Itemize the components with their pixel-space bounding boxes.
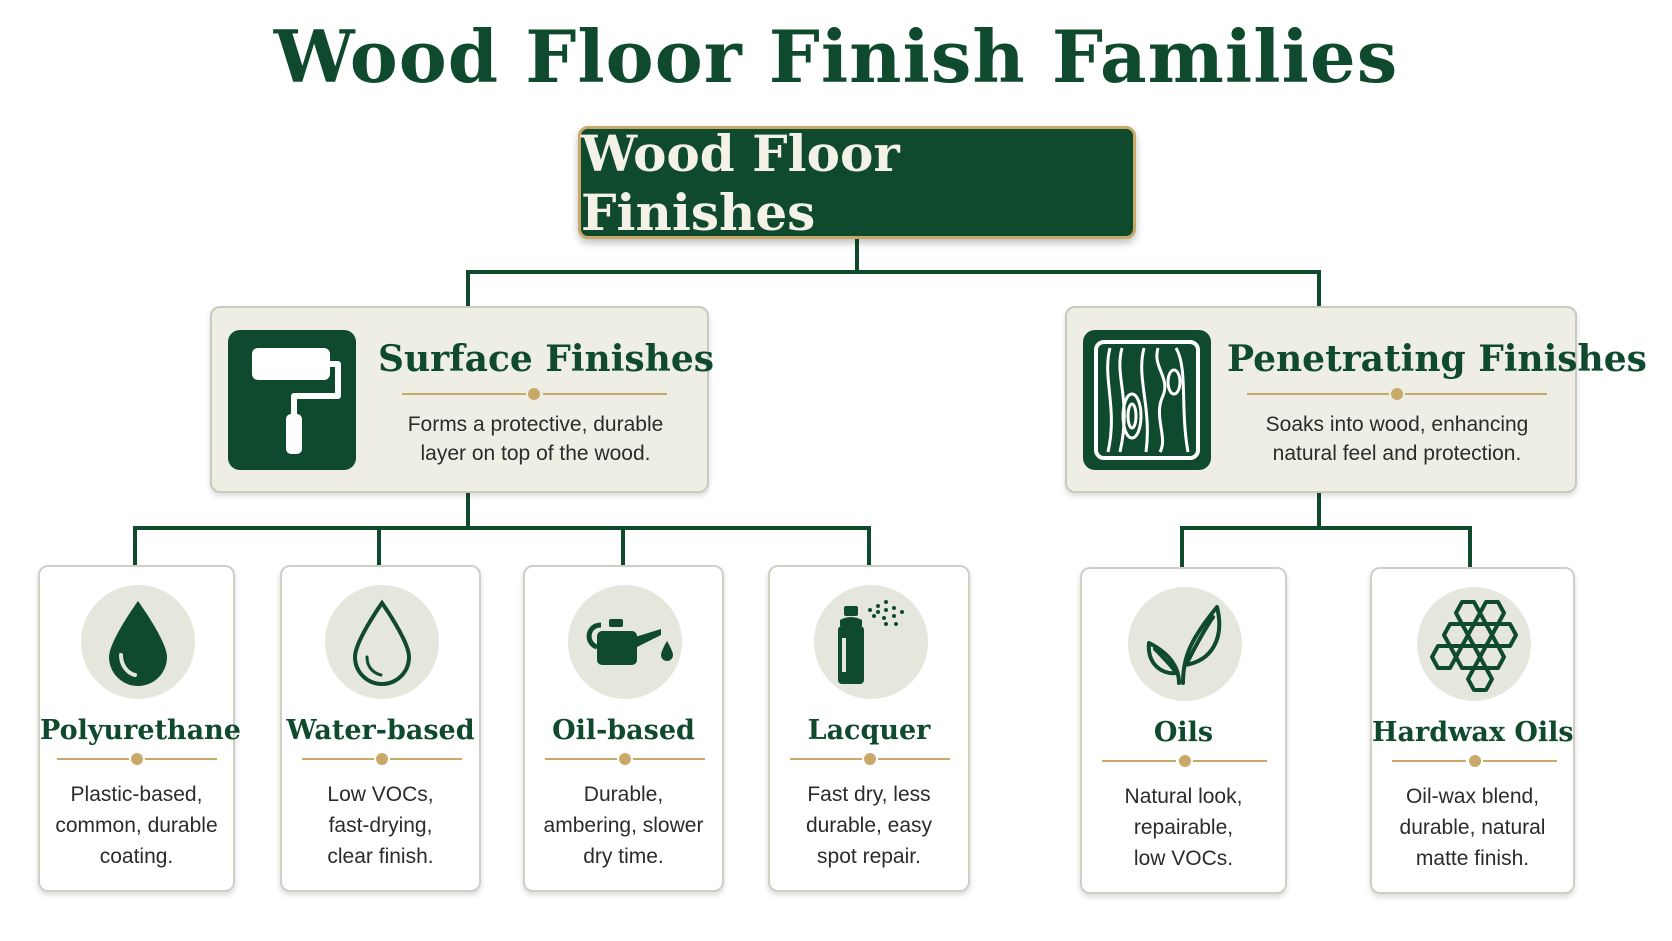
finish-description: Oil-wax blend, durable, natural matte fi… bbox=[1372, 781, 1573, 874]
family-divider bbox=[402, 388, 667, 400]
outline-drop-icon bbox=[325, 585, 439, 699]
finish-divider bbox=[790, 753, 950, 765]
leaf-icon bbox=[1128, 587, 1242, 701]
wood-grain-icon bbox=[1083, 330, 1211, 470]
finish-desc-line: Fast dry, less bbox=[807, 783, 931, 806]
family-description: Soaks into wood, enhancing natural feel … bbox=[1227, 410, 1567, 468]
family-penetrating-finishes: Penetrating Finishes Soaks into wood, en… bbox=[1065, 306, 1647, 493]
honeycomb-icon bbox=[1417, 587, 1531, 701]
finish-card-oils: Oils Natural look, repairable, low VOCs. bbox=[1080, 567, 1287, 894]
spray-can-icon bbox=[814, 585, 928, 699]
finish-desc-line: Low VOCs, bbox=[327, 783, 434, 806]
finish-desc-line: Oil-wax blend, bbox=[1405, 785, 1540, 808]
root-node: Wood Floor Finishes bbox=[578, 123, 1136, 242]
finish-desc-line: common, durable bbox=[55, 814, 218, 837]
finish-divider bbox=[57, 753, 217, 765]
finish-desc-line: repairable, bbox=[1133, 816, 1234, 839]
finish-divider bbox=[1392, 755, 1557, 767]
family-title: Penetrating Finishes bbox=[1227, 338, 1647, 380]
family-desc-line: Forms a protective, durable bbox=[407, 413, 664, 436]
finish-card-oil-based: Oil-based Durable, ambering, slower dry … bbox=[523, 565, 724, 892]
finish-name: Water-based bbox=[286, 715, 475, 746]
family-title: Surface Finishes bbox=[378, 338, 715, 380]
finish-description: Durable, ambering, slower dry time. bbox=[525, 779, 722, 872]
family-divider bbox=[1247, 388, 1547, 400]
family-description: Forms a protective, durable layer on top… bbox=[378, 410, 693, 468]
finish-divider bbox=[545, 753, 705, 765]
finish-desc-line: ambering, slower bbox=[543, 814, 704, 837]
finish-card-water-based: Water-based Low VOCs, fast-drying, clear… bbox=[280, 565, 481, 892]
finish-description: Plastic-based, common, durable coating. bbox=[40, 779, 233, 872]
finish-divider bbox=[302, 753, 462, 765]
solid-drop-icon bbox=[81, 585, 195, 699]
finish-desc-line: durable, easy bbox=[805, 814, 933, 837]
oil-can-icon bbox=[568, 585, 682, 699]
finish-desc-line: dry time. bbox=[583, 845, 664, 868]
finish-divider bbox=[1102, 755, 1267, 767]
finish-desc-line: low VOCs. bbox=[1133, 847, 1234, 870]
finish-description: Fast dry, less durable, easy spot repair… bbox=[770, 779, 968, 872]
finish-desc-line: clear finish. bbox=[327, 845, 434, 868]
finish-description: Low VOCs, fast-drying, clear finish. bbox=[282, 779, 479, 872]
finish-desc-line: Plastic-based, bbox=[70, 783, 203, 806]
family-desc-line: natural feel and protection. bbox=[1272, 442, 1522, 465]
paint-roller-icon bbox=[228, 330, 356, 470]
finish-desc-line: matte finish. bbox=[1415, 847, 1530, 870]
page-title: Wood Floor Finish Families bbox=[273, 14, 1399, 99]
finish-name: Hardwax Oils bbox=[1372, 717, 1574, 748]
finish-name: Lacquer bbox=[807, 715, 931, 746]
root-node-label: Wood Floor Finishes bbox=[581, 123, 900, 242]
finish-name: Oils bbox=[1153, 717, 1214, 748]
finish-desc-line: fast-drying, bbox=[328, 814, 433, 837]
finish-card-hardwax-oils: Hardwax Oils Oil-wax blend, durable, nat… bbox=[1370, 567, 1575, 894]
finish-card-polyurethane: Polyurethane Plastic-based, common, dura… bbox=[38, 565, 241, 892]
finish-desc-line: durable, natural bbox=[1399, 816, 1546, 839]
finish-name: Polyurethane bbox=[40, 715, 241, 746]
finish-desc-line: Natural look, bbox=[1124, 785, 1243, 808]
family-desc-line: layer on top of the wood. bbox=[420, 442, 651, 465]
family-surface-finishes: Surface Finishes Forms a protective, dur… bbox=[210, 306, 715, 493]
finish-name: Oil-based bbox=[552, 715, 695, 746]
family-desc-line: Soaks into wood, enhancing bbox=[1265, 413, 1529, 436]
finish-description: Natural look, repairable, low VOCs. bbox=[1082, 781, 1285, 874]
finish-desc-line: spot repair. bbox=[817, 845, 921, 868]
finish-desc-line: coating. bbox=[99, 845, 174, 868]
finish-card-lacquer: Lacquer Fast dry, less durable, easy spo… bbox=[768, 565, 970, 892]
finish-desc-line: Durable, bbox=[583, 783, 664, 806]
